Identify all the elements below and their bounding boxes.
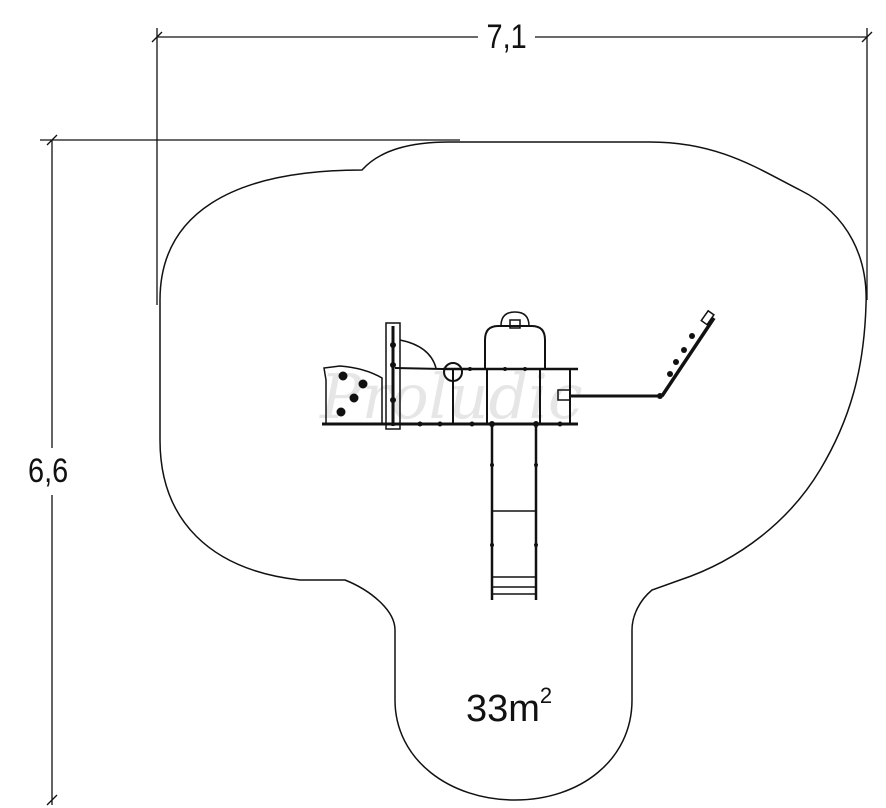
roof-arch <box>484 325 546 369</box>
slide <box>490 424 538 600</box>
width-label: 7,1 <box>478 18 536 57</box>
watermark-logo: Proludic <box>319 360 583 433</box>
play-structure <box>322 309 716 600</box>
depth-label: 6,6 <box>28 448 69 495</box>
area-label: 33m2 <box>466 683 552 731</box>
bolts <box>390 333 695 547</box>
area-value: 33m <box>466 688 540 730</box>
safety-area-outline <box>159 141 867 801</box>
area-unit-exponent: 2 <box>539 683 553 708</box>
climbing-wall <box>323 365 383 424</box>
steering-wheel <box>443 362 463 382</box>
